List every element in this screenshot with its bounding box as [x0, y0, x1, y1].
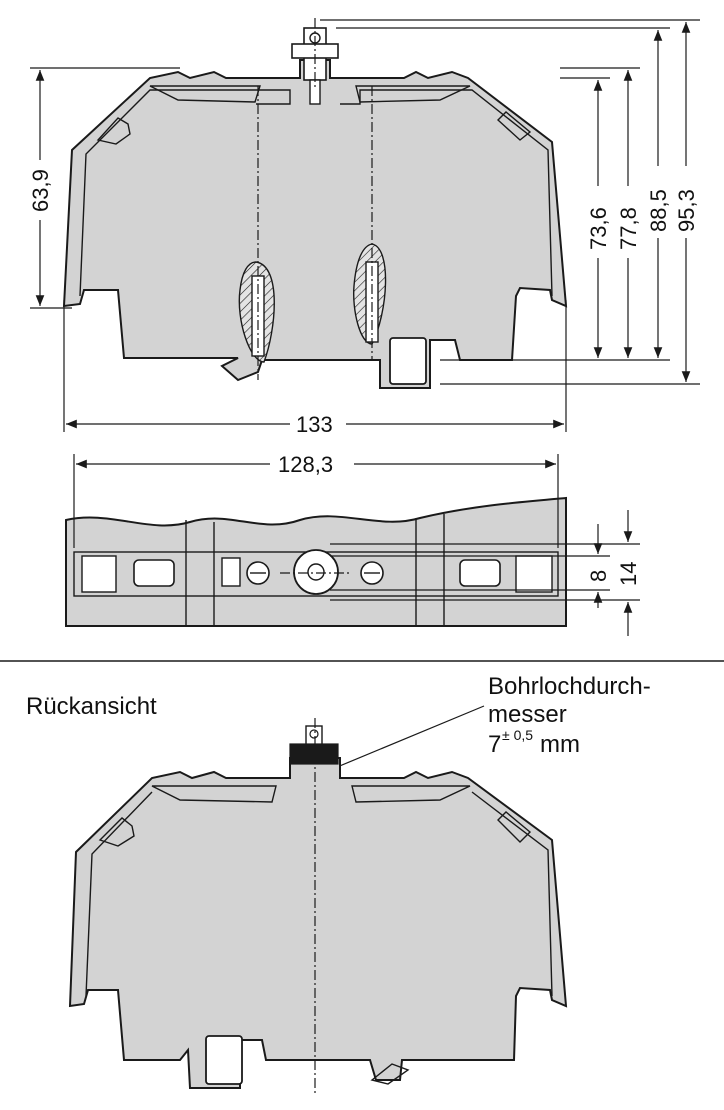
drill-note-unit: mm [540, 731, 580, 758]
top-view [65, 496, 567, 627]
front-clip-left [96, 117, 131, 145]
rear-rail-foot [205, 1035, 243, 1085]
front-view [62, 18, 568, 389]
dim-label-8: 8 [586, 570, 611, 582]
rear-clip-right [497, 811, 532, 843]
dim-label-88-5: 88,5 [646, 189, 671, 232]
top-terminal-left-1 [81, 555, 117, 593]
dim-label-63-9: 63,9 [28, 169, 53, 212]
top-terminal-left-3 [221, 557, 241, 587]
drill-note-line2: messer [488, 701, 567, 728]
rear-pocket-right [351, 785, 471, 803]
drill-note-line1: Bohrlochdurch- [488, 673, 651, 700]
rear-bolt-head [309, 729, 319, 739]
rear-housing-inner [85, 791, 553, 997]
rear-housing-outline [68, 757, 568, 1089]
dim-label-128-3: 128,3 [278, 452, 333, 477]
dim-label-95-3: 95,3 [674, 189, 699, 232]
dim-label-14: 14 [616, 562, 641, 586]
top-terminal-right-2 [515, 555, 553, 593]
top-terminal-left-2 [133, 559, 175, 587]
rear-latch [370, 1063, 410, 1085]
rear-view: Rückansicht Bohrlochdurch- messer 7 ± 0,… [26, 673, 651, 1096]
drill-note-leader [329, 705, 485, 771]
top-dimensions: 128,3 8 14 [73, 448, 641, 636]
rear-view-title: Rückansicht [26, 693, 157, 720]
rear-pocket-left [151, 785, 277, 803]
front-housing-inner [79, 89, 553, 297]
front-clip-right [496, 111, 532, 141]
front-pocket-left [149, 85, 261, 103]
front-housing-outline [62, 59, 568, 389]
drill-note-value: 7 [488, 731, 501, 758]
front-rail-foot [389, 337, 427, 385]
front-dimensions: 63,9 133 73,6 77,8 88,5 95,3 [22, 19, 700, 440]
dim-label-133: 133 [296, 412, 333, 437]
drill-note-tolerance: ± 0,5 [502, 727, 533, 743]
rear-clip-left [98, 817, 135, 847]
front-pocket-right [355, 85, 471, 103]
dim-label-77-8: 77,8 [616, 207, 641, 250]
front-center-pin [309, 79, 321, 105]
top-center-knob-inner [307, 563, 325, 581]
top-terminal-right-1 [459, 559, 501, 587]
dim-label-73-6: 73,6 [586, 207, 611, 250]
